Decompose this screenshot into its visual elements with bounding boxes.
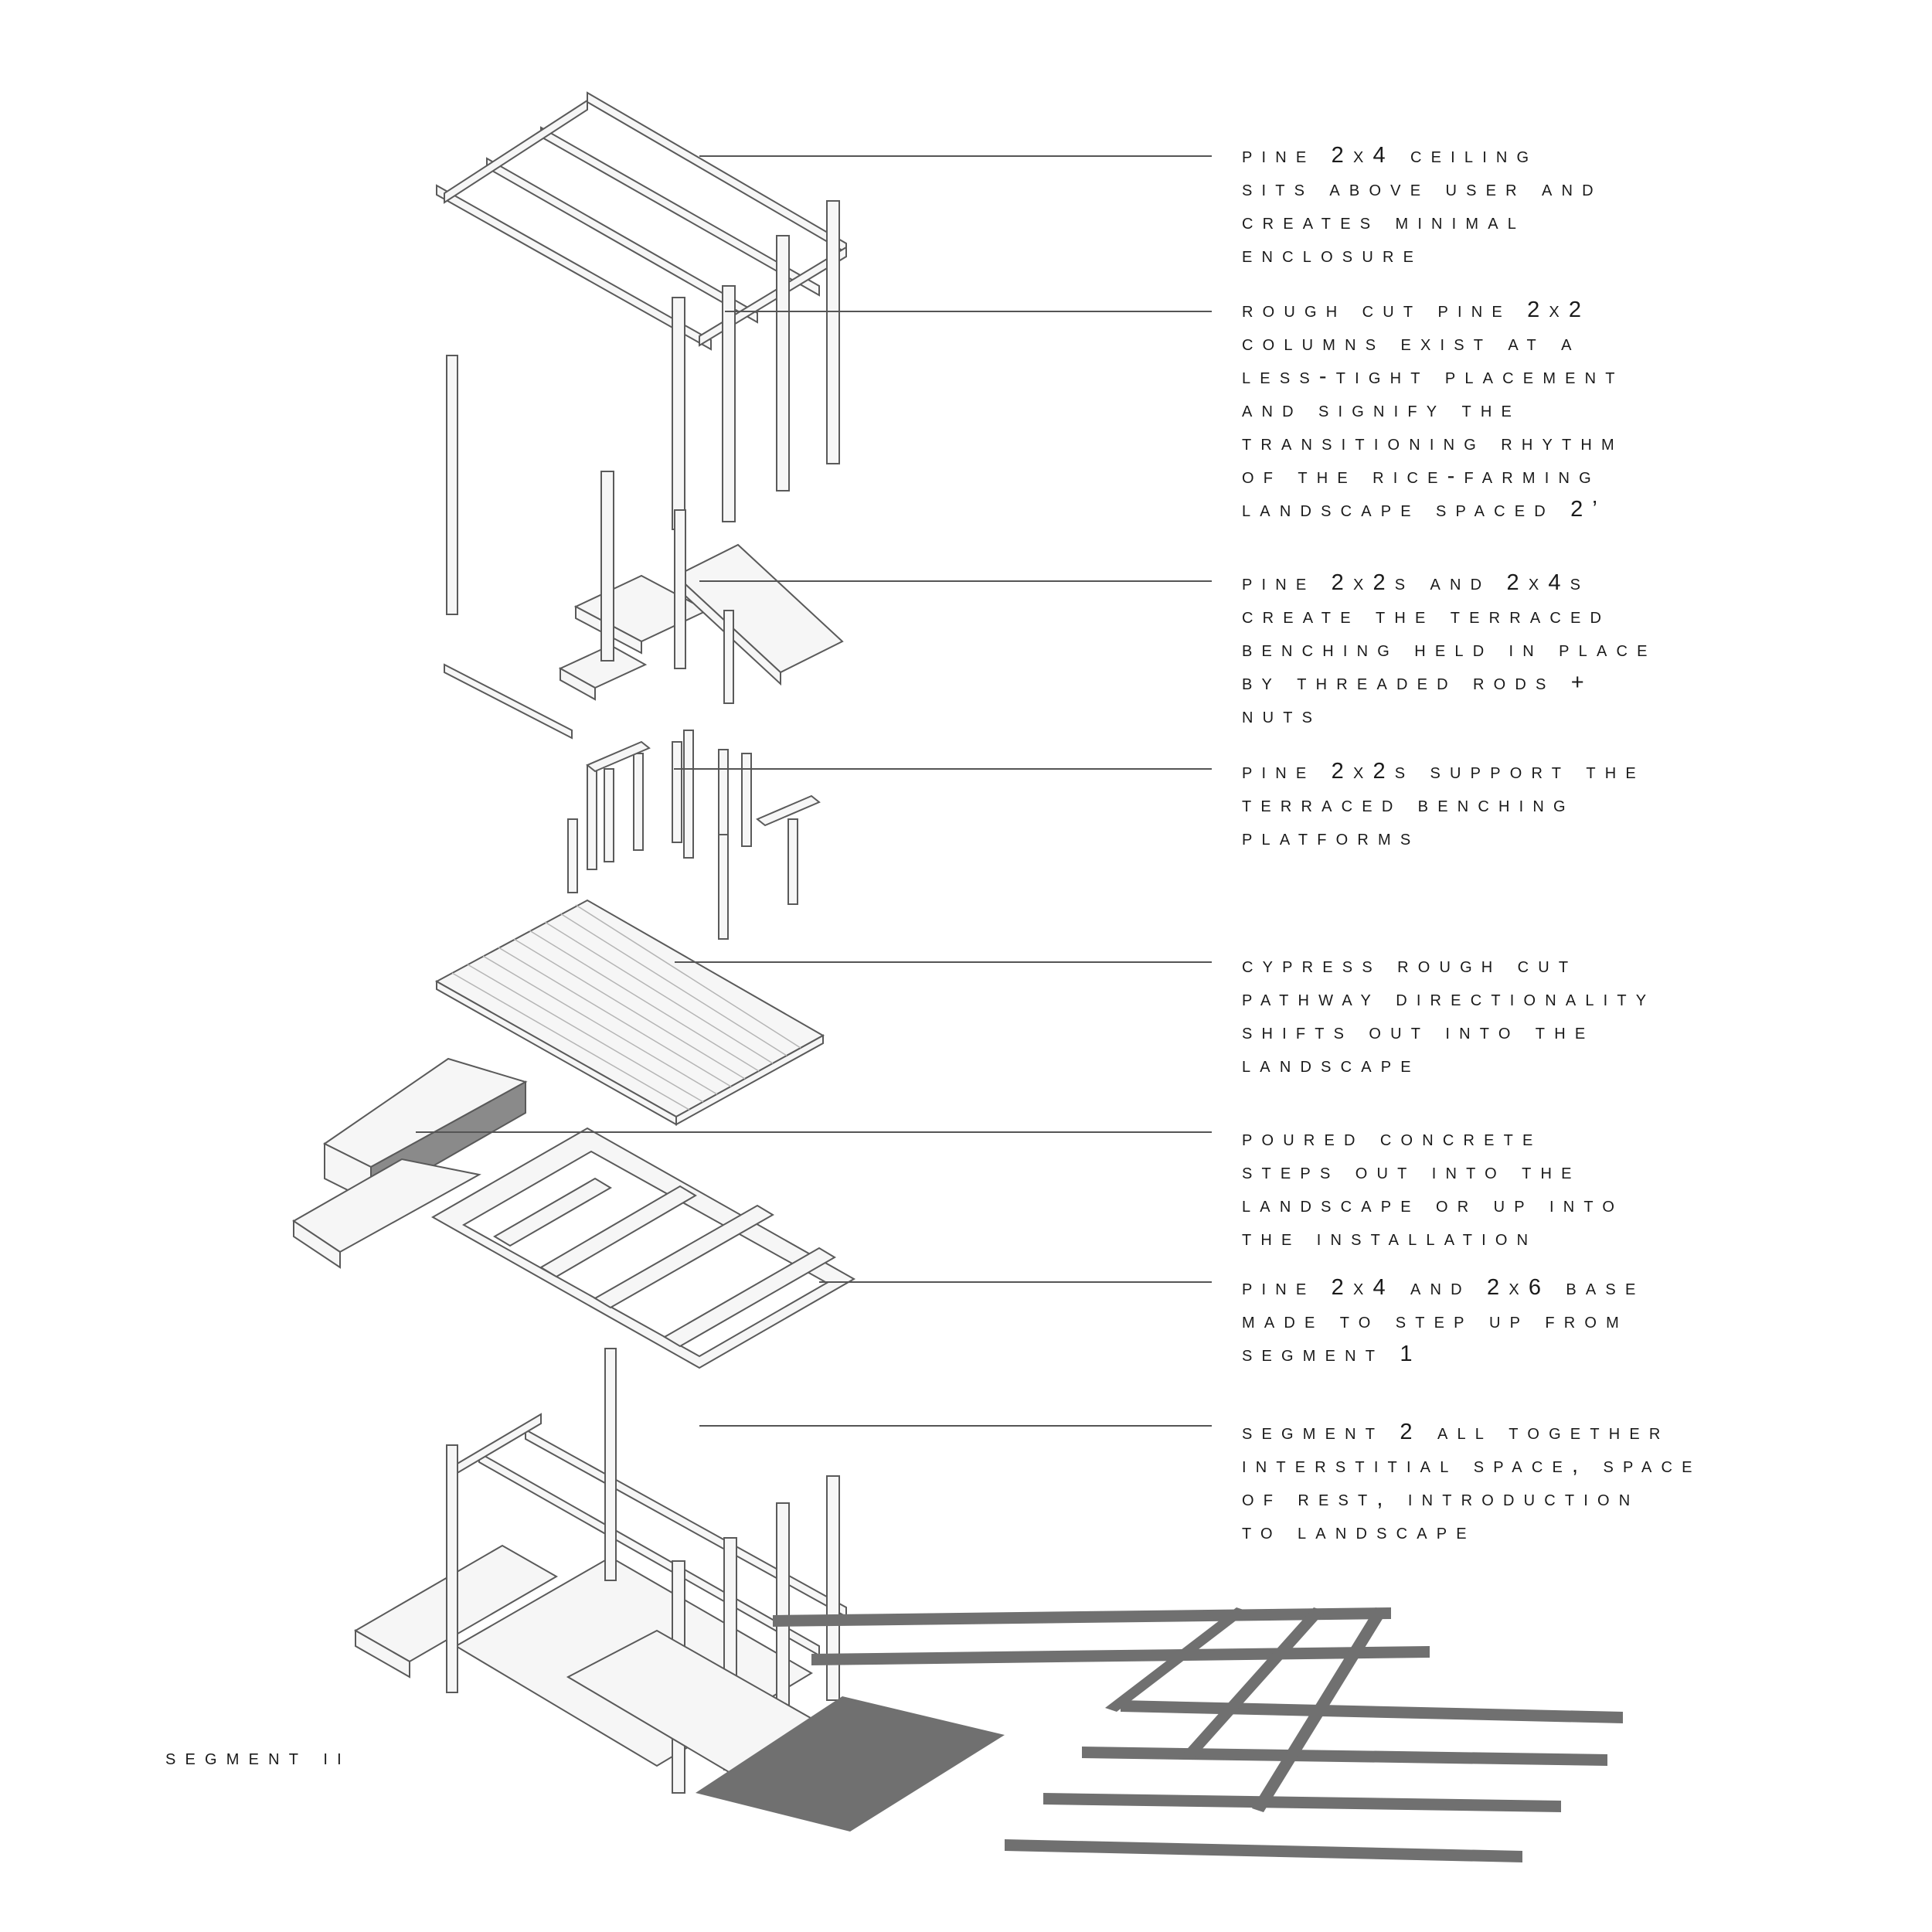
annotation-line: platforms <box>1242 825 1420 850</box>
annotation-line: and signify the <box>1242 397 1522 422</box>
annotation-line: made to step up from <box>1242 1308 1628 1333</box>
annotation-line: cypress rough cut <box>1242 953 1578 978</box>
benching-layer <box>444 471 844 740</box>
annotation-line: landscape or up into <box>1242 1192 1624 1217</box>
annotation-line: pathway directionality <box>1242 986 1656 1011</box>
annotation-line: the installation <box>1242 1226 1538 1250</box>
annotation-line: terraced benching <box>1242 792 1575 817</box>
annotation-line: landscape <box>1242 1053 1420 1077</box>
annotation-base: pine 2x4 and 2x6 base made to step up fr… <box>1242 1271 1783 1371</box>
annotation-line: rough cut pine 2x2 <box>1242 298 1591 322</box>
annotation-benching: pine 2x2s and 2x4s create the terraced b… <box>1242 566 1783 733</box>
annotation-line: sits above user and <box>1242 176 1603 201</box>
annotation-line: poured concrete <box>1242 1126 1543 1151</box>
annotation-line: transitioning rhythm <box>1242 430 1624 455</box>
annotation-line: of rest, introduction <box>1242 1486 1640 1511</box>
annotation-assembly: segment 2 all together interstitial spac… <box>1242 1416 1783 1549</box>
segment-label: segment II <box>165 1745 351 1770</box>
annotation-line: benching held in place <box>1242 637 1657 662</box>
annotation-line: pine 2x2s support the <box>1242 759 1645 784</box>
annotation-concrete: poured concrete steps out into the lands… <box>1242 1122 1783 1255</box>
annotation-line: shifts out into the <box>1242 1019 1595 1044</box>
assembly-layer <box>353 1348 847 1794</box>
annotation-line: enclosure <box>1242 243 1423 267</box>
cast-shadow <box>696 1607 1623 1862</box>
annotation-line: pine 2x4 and 2x6 base <box>1242 1275 1645 1300</box>
annotation-line: pine 2x4 ceiling <box>1242 143 1539 168</box>
annotation-line: less-tight placement <box>1242 364 1624 389</box>
annotation-line: nuts <box>1242 703 1322 728</box>
support-layer <box>567 730 821 940</box>
ceiling-layer <box>436 91 847 615</box>
annotation-line: create the terraced <box>1242 604 1611 628</box>
annotation-ceiling: pine 2x4 ceiling sits above user and cre… <box>1242 139 1783 272</box>
annotation-line: by threaded rods + <box>1242 670 1594 695</box>
annotation-pathway: cypress rough cut pathway directionality… <box>1242 949 1783 1082</box>
pathway-layer <box>434 899 825 1126</box>
annotation-supports: pine 2x2s support the terraced benching … <box>1242 755 1783 855</box>
annotation-line: of the rice-farming <box>1242 464 1600 488</box>
annotation-line: columns exist at a <box>1242 331 1581 355</box>
annotation-columns: rough cut pine 2x2 columns exist at a le… <box>1242 294 1783 526</box>
concrete-layer <box>292 1057 528 1269</box>
annotation-line: creates minimal <box>1242 209 1526 234</box>
annotation-line: to landscape <box>1242 1519 1476 1544</box>
annotation-line: steps out into the <box>1242 1159 1581 1184</box>
annotation-line: segment 1 <box>1242 1342 1422 1366</box>
annotation-line: landscape spaced 2’ <box>1242 497 1607 522</box>
annotation-line: segment 2 all together <box>1242 1420 1670 1444</box>
leader-lines <box>416 155 1212 1427</box>
annotation-line: interstitial space, space <box>1242 1453 1702 1478</box>
annotation-line: pine 2x2s and 2x4s <box>1242 570 1590 595</box>
base-layer <box>430 1127 856 1369</box>
